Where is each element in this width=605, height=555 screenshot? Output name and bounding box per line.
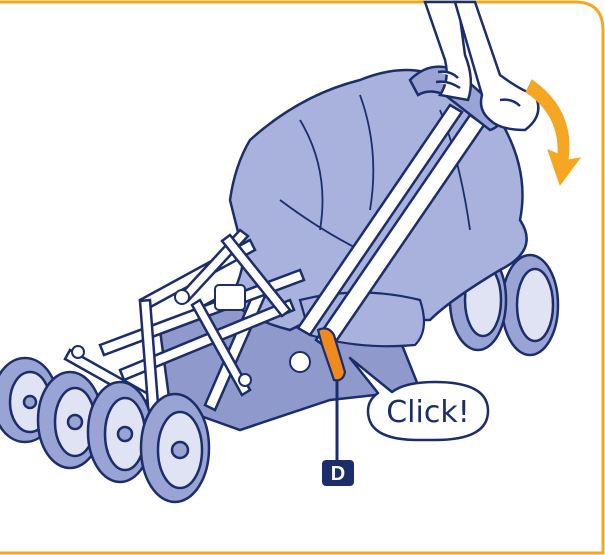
part-label-d: D	[322, 460, 354, 486]
rotate-arrow-icon	[526, 80, 580, 185]
part-label-text: D	[331, 463, 345, 485]
callout-text: Click!	[386, 395, 470, 430]
